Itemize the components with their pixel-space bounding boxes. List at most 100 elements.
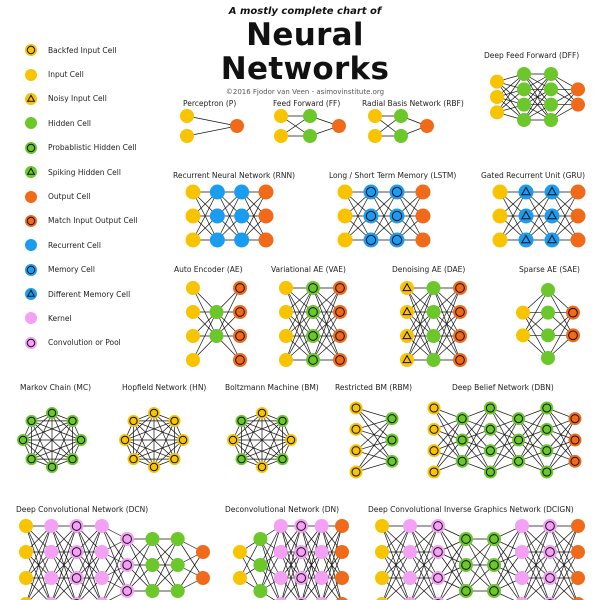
cell-input — [279, 281, 293, 295]
cell-memory — [363, 232, 379, 248]
cell-hidden — [303, 129, 317, 143]
cell-kernel — [515, 519, 529, 533]
cell-hidden — [253, 532, 268, 546]
cell-input — [375, 545, 389, 559]
cell-probhidden — [455, 433, 469, 447]
cell-backfed — [177, 434, 189, 446]
legend-label: Match Input Output Cell — [48, 216, 138, 226]
cell-probhidden — [483, 422, 497, 436]
legend-label: Memory Cell — [48, 265, 95, 275]
cell-backfed — [427, 422, 441, 436]
network-edges — [344, 191, 424, 241]
cell-conv — [120, 532, 135, 546]
cell-hidden — [145, 532, 160, 546]
cell-diffmemory — [518, 232, 534, 248]
cell-probhidden — [25, 453, 38, 466]
cell-input — [375, 519, 389, 533]
legend-item: Different Memory Cell — [24, 282, 174, 306]
network-edges — [406, 287, 461, 361]
chart-credit: ©2016 Fjodor van Veen - asimovinstitute.… — [225, 88, 385, 96]
cell-probhidden — [385, 454, 399, 468]
cell-hidden — [517, 97, 531, 112]
network-label: Long / Short Term Memory (LSTM) — [329, 171, 456, 180]
cell-kernel — [273, 571, 288, 585]
network: Deep Convolutional Inverse Graphics Netw… — [368, 505, 585, 600]
cell-hidden — [541, 328, 555, 343]
cell-backfed — [427, 444, 441, 458]
cell-memory — [363, 208, 379, 224]
cell-backfed — [427, 401, 441, 415]
legend-item: Noisy Input Cell — [24, 87, 174, 111]
cell-hidden — [541, 283, 555, 297]
cell-conv — [294, 519, 309, 533]
cell-hidden — [426, 329, 441, 343]
probhidden-swatch — [25, 141, 37, 154]
cell-conv — [431, 519, 445, 533]
cell-probhidden — [459, 532, 473, 546]
conv-swatch — [25, 336, 37, 349]
network: Hopfield Network (HN) — [119, 383, 206, 473]
cell-hidden — [170, 558, 185, 572]
cell-input — [492, 208, 508, 224]
cell-probhidden — [459, 558, 473, 572]
cell-probhidden — [306, 281, 320, 295]
cell-input — [279, 305, 293, 319]
cell-diffmemory — [518, 208, 534, 224]
cell-output — [335, 571, 349, 585]
cell-input — [490, 105, 504, 120]
network-label: Denoising AE (DAE) — [392, 265, 465, 274]
cell-probhidden — [235, 453, 248, 466]
legend-item: Match Input Output Cell — [24, 209, 174, 233]
legend-item: Convolution or Pool — [24, 331, 174, 355]
network-label: Auto Encoder (AE) — [174, 265, 243, 274]
legend-item: Output Cell — [24, 184, 174, 208]
legend-label: Backfed Input Cell — [48, 45, 117, 55]
cell-probhidden — [540, 444, 554, 458]
legend: Backfed Input Cell Input Cell Noisy Inpu… — [24, 38, 174, 355]
cell-kernel — [275, 597, 287, 600]
legend-item: Spiking Hidden Cell — [24, 160, 174, 184]
cell-output — [258, 208, 274, 224]
cell-input — [376, 597, 388, 600]
recurrent-swatch — [25, 239, 37, 252]
cell-probhidden — [66, 414, 79, 427]
cell-probhidden — [487, 584, 501, 598]
cell-input — [279, 353, 293, 367]
network-label: Variational AE (VAE) — [271, 265, 346, 274]
cell-hidden — [544, 97, 558, 112]
cell-input — [492, 232, 508, 248]
cell-kernel — [403, 571, 417, 585]
cell-backfed — [148, 407, 160, 419]
legend-label: Kernel — [48, 313, 72, 323]
network: Deep Feed Forward (DFF) — [484, 51, 585, 127]
network: Deep Convolutional Network (DCN) — [16, 505, 210, 600]
network: Variational AE (VAE) — [271, 265, 347, 367]
cell-hidden — [145, 558, 160, 572]
cell-probhidden — [306, 353, 320, 367]
cell-output — [571, 519, 585, 533]
match-swatch — [25, 214, 37, 227]
cell-probhidden — [385, 433, 399, 447]
cell-backfed — [127, 414, 140, 427]
cell-hidden — [517, 82, 531, 97]
legend-item: Probablistic Hidden Cell — [24, 136, 174, 160]
cell-kernel — [273, 545, 288, 559]
cell-hidden — [394, 109, 408, 123]
memory-swatch — [25, 263, 37, 276]
network-label: Deep Convolutional Network (DCN) — [16, 505, 148, 514]
cell-probhidden — [46, 461, 58, 473]
cell-probhidden — [385, 412, 399, 426]
cell-conv — [431, 571, 445, 585]
network: Sparse AE (SAE) — [516, 265, 580, 365]
cell-match — [333, 305, 347, 319]
cell-match — [453, 353, 467, 367]
diffmemory-swatch — [25, 288, 37, 301]
network: Long / Short Term Memory (LSTM) — [329, 171, 456, 248]
cell-input — [185, 232, 201, 248]
cell-probhidden — [455, 412, 469, 426]
network-label: Deep Feed Forward (DFF) — [484, 51, 579, 60]
cell-input — [19, 571, 33, 585]
network-label: Perceptron (P) — [183, 99, 236, 108]
cell-match — [568, 412, 582, 426]
legend-label: Different Memory Cell — [48, 289, 131, 299]
